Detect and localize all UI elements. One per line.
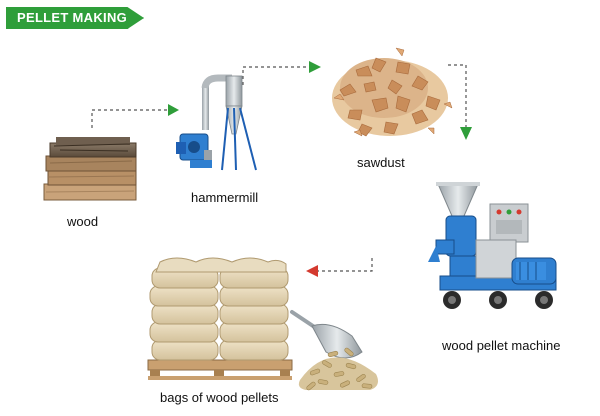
arrow-head-red-icon xyxy=(306,265,318,277)
connector-wood-to-hammermill xyxy=(92,104,179,128)
sawdust-pile-icon xyxy=(332,48,452,136)
hammermill-icon xyxy=(176,76,256,170)
connector-machine-to-bags xyxy=(306,258,372,277)
label-wood-pellet-machine: wood pellet machine xyxy=(442,338,561,353)
pellet-bags-icon xyxy=(148,258,378,391)
arrow-head-green-icon xyxy=(168,104,179,116)
connector-sawdust-to-machine xyxy=(448,65,472,140)
connector-hammermill-to-sawdust xyxy=(243,61,321,85)
wood-stack-icon xyxy=(44,137,136,200)
label-sawdust: sawdust xyxy=(357,155,405,170)
label-bags-of-wood-pellets: bags of wood pellets xyxy=(160,390,279,405)
pellet-machine-icon xyxy=(428,182,556,309)
arrow-head-green-icon xyxy=(460,127,472,140)
label-hammermill: hammermill xyxy=(191,190,258,205)
bag-rows xyxy=(150,258,288,360)
arrow-head-green-icon xyxy=(309,61,321,73)
label-wood: wood xyxy=(67,214,98,229)
